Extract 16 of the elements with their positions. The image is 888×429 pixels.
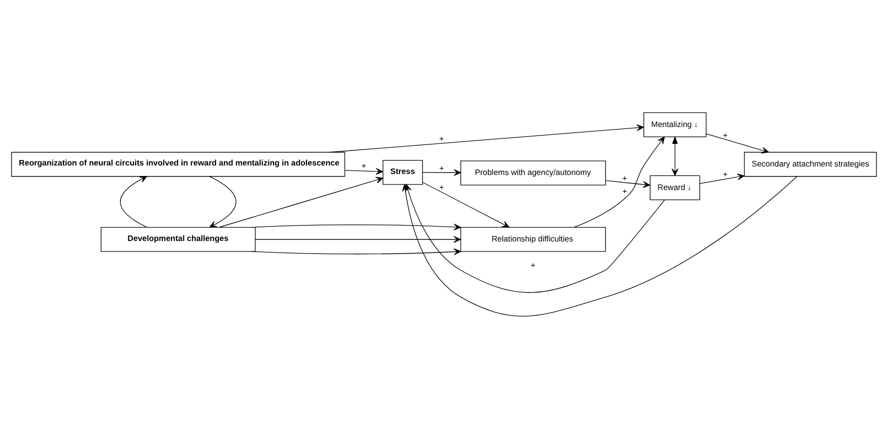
arrow	[252, 224, 462, 230]
arrow	[330, 124, 644, 153]
arrow	[706, 133, 769, 154]
arrow	[422, 182, 510, 228]
arrow	[252, 248, 462, 256]
arrow	[344, 168, 384, 175]
arrow	[605, 180, 650, 188]
arrow	[672, 136, 678, 176]
arrow	[700, 174, 745, 184]
arrow	[422, 169, 462, 176]
arrow	[255, 236, 461, 243]
arrow	[218, 176, 384, 228]
arrow	[574, 136, 665, 228]
arrow	[209, 176, 236, 228]
arrow	[402, 176, 798, 316]
arrow	[120, 176, 148, 228]
